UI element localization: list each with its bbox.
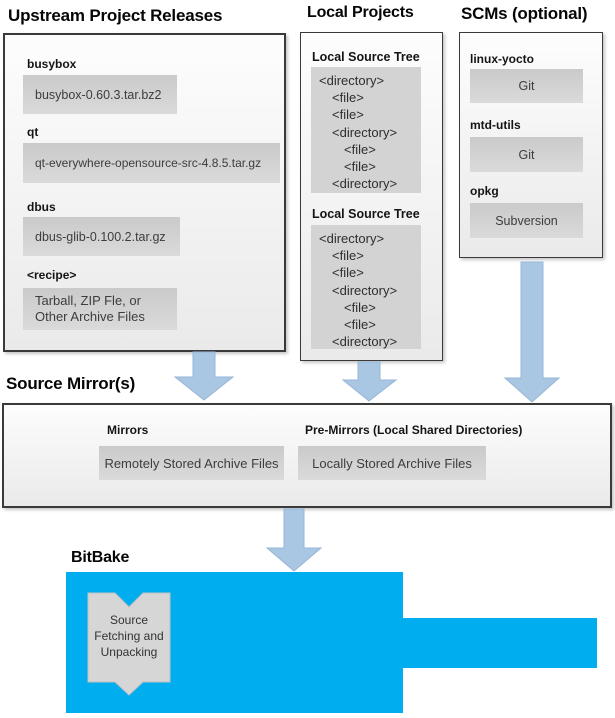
local-source-tree-box: <directory> <file> <file> <directory> <f… <box>311 225 421 349</box>
local-source-tree-label: Local Source Tree <box>312 207 420 221</box>
scms-panel: linux-yocto Git mtd-utils Git opkg Subve… <box>459 32 603 258</box>
tree-line: <directory> <box>332 334 398 350</box>
local-projects-panel: Local Source Tree <directory> <file> <fi… <box>300 32 443 361</box>
arrow-down-icon-local-to-mirror <box>341 361 398 402</box>
local-source-tree-box: <directory> <file> <file> <directory> <f… <box>311 67 421 193</box>
recipe-name-label: dbus <box>27 200 56 214</box>
tree-line: <directory> <box>319 73 385 88</box>
source-fetching-label: Source Fetching and Unpacking <box>94 613 164 659</box>
local-projects-title: Local Projects <box>307 4 414 21</box>
bitbake-title: BitBake <box>71 549 130 566</box>
tarball-box: dbus-glib-0.100.2.tar.gz <box>23 217 180 256</box>
tree-line: <file> <box>332 248 364 264</box>
upstream-releases-panel: busybox busybox-0.60.3.tar.bz2 qt qt-eve… <box>3 33 286 352</box>
scm-type-box: Subversion <box>470 203 583 238</box>
bitbake-output-arm <box>403 618 597 668</box>
tarball-box: busybox-0.60.3.tar.bz2 <box>23 75 177 114</box>
tree-line: <file> <box>344 159 376 175</box>
recipe-name-label: qt <box>27 125 39 139</box>
tarball-box: qt-everywhere-opensource-src-4.8.5.tar.g… <box>23 143 280 183</box>
arrow-down-icon-scm-to-mirror <box>503 261 561 403</box>
upstream-releases-title: Upstream Project Releases <box>8 6 223 25</box>
local-source-tree-label: Local Source Tree <box>312 50 420 64</box>
tree-line: <directory> <box>332 282 398 298</box>
tree-line: <directory> <box>319 231 385 246</box>
scm-recipe-label: mtd-utils <box>470 118 521 132</box>
scm-type-box: Git <box>470 69 583 103</box>
scm-type-box: Git <box>470 137 583 172</box>
tree-line: <file> <box>344 299 376 315</box>
tree-line: <directory> <box>332 176 398 192</box>
tree-line: <file> <box>332 265 364 281</box>
mirrors-box: Remotely Stored Archive Files <box>99 446 284 480</box>
source-mirror-title: Source Mirror(s) <box>6 374 136 393</box>
source-mirror-panel: Mirrors Remotely Stored Archive Files Pr… <box>2 403 612 508</box>
scm-recipe-label: opkg <box>470 184 499 198</box>
pre-mirrors-box: Locally Stored Archive Files <box>298 446 486 480</box>
scm-recipe-label: linux-yocto <box>470 52 535 66</box>
pre-mirrors-label: Pre-Mirrors (Local Shared Directories) <box>305 423 523 437</box>
tree-line: <file> <box>344 317 376 333</box>
arrow-down-icon-mirror-to-bitbake <box>265 508 323 572</box>
recipe-name-label: <recipe> <box>27 268 77 282</box>
tree-line: <file> <box>344 141 376 157</box>
arrow-down-icon-upstream-to-mirror <box>173 351 235 401</box>
tarball-box: Tarball, ZIP Fle, or Other Archive Files <box>23 288 177 330</box>
scms-title: SCMs (optional) <box>461 4 588 23</box>
mirrors-label: Mirrors <box>107 423 149 437</box>
tree-line: <file> <box>332 90 364 106</box>
tree-line: <directory> <box>332 124 398 140</box>
recipe-name-label: busybox <box>27 57 77 71</box>
tree-line: <file> <box>332 107 364 123</box>
